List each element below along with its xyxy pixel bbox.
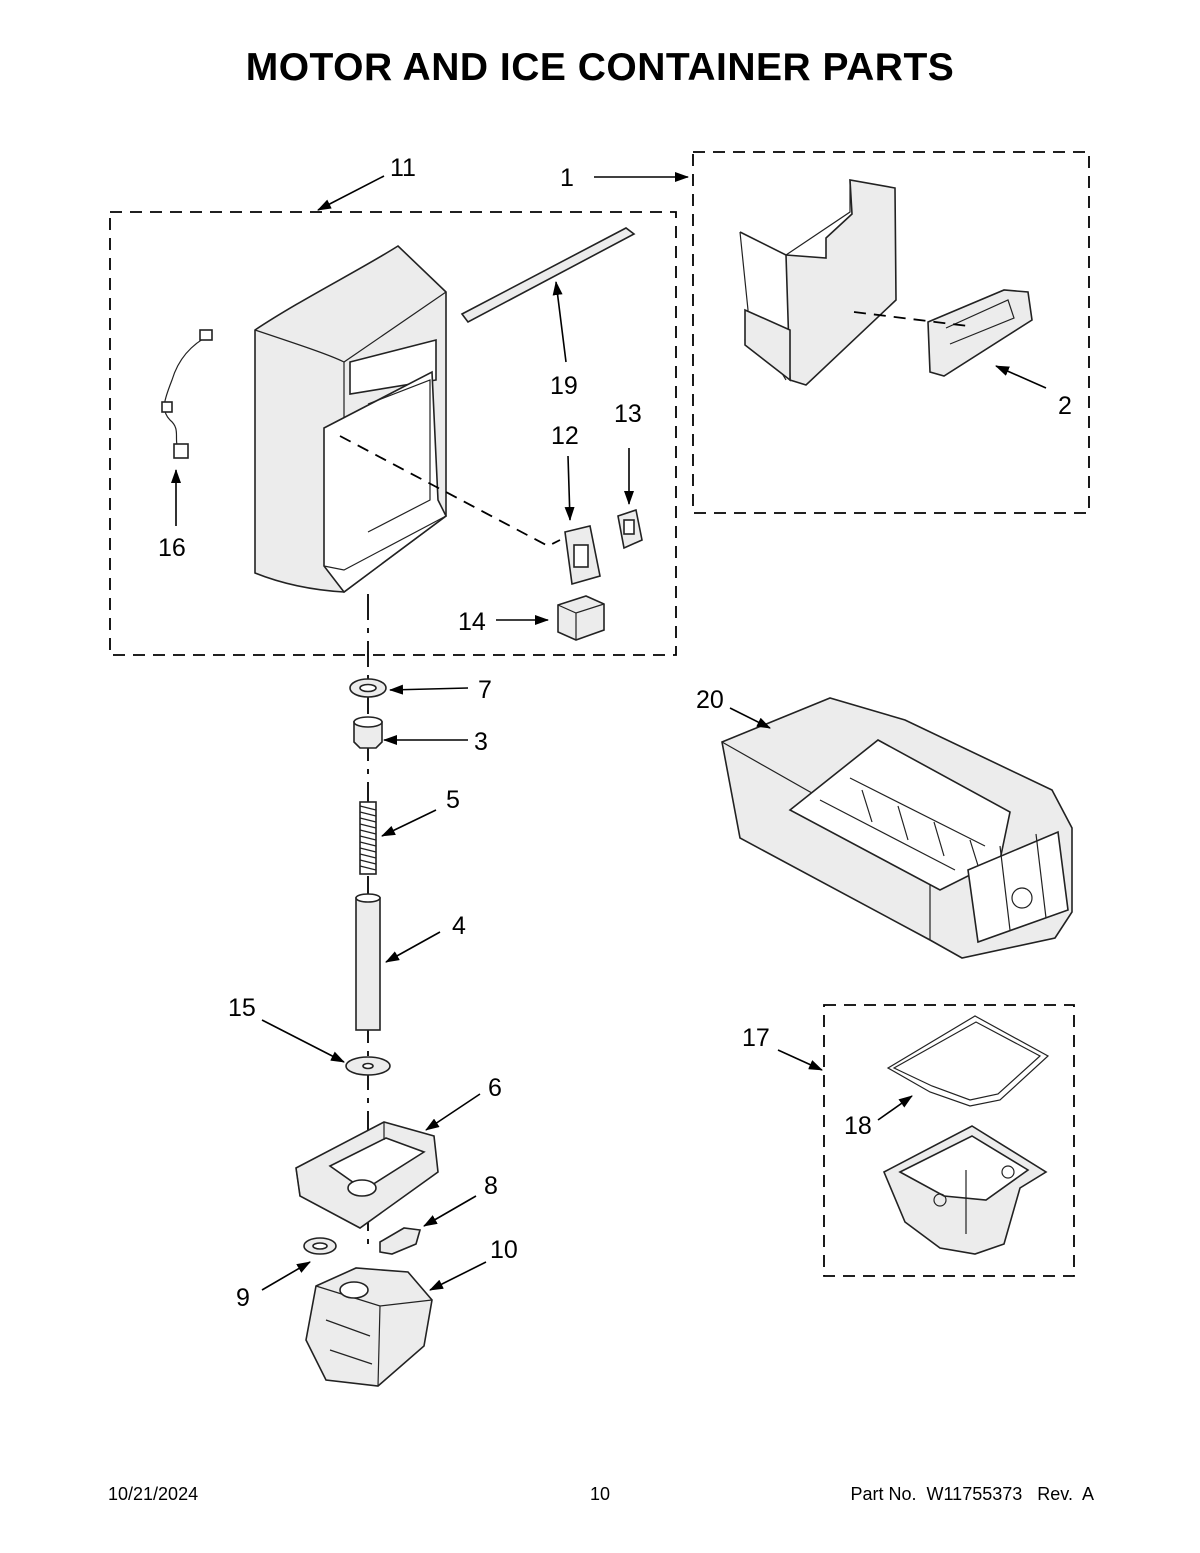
switch-part <box>617 508 643 550</box>
container-front-part <box>927 289 1033 377</box>
part-label: Part No. <box>850 1484 917 1504</box>
tray-part <box>882 1125 1048 1255</box>
callout-20: 20 <box>696 686 724 714</box>
drive-bracket-part <box>295 1121 439 1229</box>
callout-11: 11 <box>390 154 416 182</box>
callout-13: 13 <box>614 400 642 428</box>
callout-4: 4 <box>452 912 466 940</box>
coupler-part <box>353 716 383 749</box>
spring-part <box>359 801 377 875</box>
group-box-17 <box>823 1004 1075 1277</box>
callout-14: 14 <box>458 608 486 636</box>
part-number: W11755373 <box>926 1484 1023 1504</box>
callout-17: 17 <box>742 1024 770 1052</box>
page-title: MOTOR AND ICE CONTAINER PARTS <box>245 46 955 89</box>
footer-date: 10/21/2024 <box>108 1484 199 1504</box>
bracket-plate-part <box>564 525 601 586</box>
callout-8: 8 <box>484 1172 498 1200</box>
callout-6: 6 <box>488 1074 502 1102</box>
footer-part-number: Part No. W11755373 Rev. A <box>850 1484 1094 1505</box>
callout-2: 2 <box>1058 392 1072 420</box>
strip-part <box>460 227 636 324</box>
callout-9: 9 <box>236 1284 250 1312</box>
rev-label: Rev. <box>1037 1484 1073 1504</box>
motor-part <box>305 1267 433 1387</box>
callout-3: 3 <box>474 728 488 756</box>
pad-part <box>379 1227 422 1255</box>
ice-container-part <box>739 179 897 386</box>
callout-1: 1 <box>560 164 574 192</box>
callout-12: 12 <box>551 422 579 450</box>
tube-part <box>355 893 381 1031</box>
housing-part <box>254 244 448 594</box>
callout-5: 5 <box>446 786 460 814</box>
callout-16: 16 <box>158 534 186 562</box>
solenoid-part <box>557 595 605 641</box>
ice-maker-part <box>721 697 1073 959</box>
rev-value: A <box>1081 1484 1094 1504</box>
callout-10: 10 <box>490 1236 518 1264</box>
footer-page-number: 10 <box>590 1484 611 1504</box>
group-box-11 <box>109 211 677 656</box>
callout-15: 15 <box>228 994 256 1022</box>
callout-19: 19 <box>550 372 578 400</box>
wire-harness-part <box>161 329 213 459</box>
callout-7: 7 <box>478 676 492 704</box>
callout-18: 18 <box>844 1112 872 1140</box>
gasket-part <box>886 1015 1050 1107</box>
